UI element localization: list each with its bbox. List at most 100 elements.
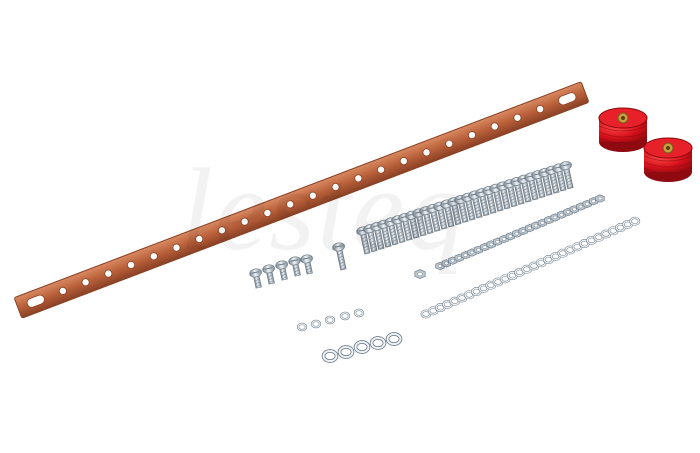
screw-thread: [524, 193, 530, 197]
screw-thread: [281, 273, 287, 277]
screw-thread: [476, 215, 482, 219]
screw-thread: [475, 209, 481, 213]
screw-thread: [364, 251, 370, 255]
short-screw: [275, 260, 288, 281]
screw-thread: [496, 205, 503, 209]
screw-thread: [417, 218, 423, 222]
screw-thread: [412, 229, 418, 233]
copper-busbar: [14, 81, 589, 319]
screw-thread: [468, 214, 475, 218]
screw-thread: [530, 188, 537, 192]
screw-thread: [474, 206, 481, 210]
screw-thread: [396, 225, 402, 229]
busbar-hole: [240, 217, 249, 226]
screw-thread: [544, 180, 550, 184]
screw-thread: [362, 242, 369, 246]
screw-thread: [410, 220, 416, 224]
hex-nut: [435, 261, 445, 271]
screw-thread: [460, 207, 466, 211]
screw-thread: [487, 195, 493, 200]
screw-thread: [511, 203, 517, 207]
screw-thread: [461, 216, 468, 220]
screw-thread: [545, 189, 552, 193]
washer-highlight: [338, 345, 354, 359]
large-washer: [385, 332, 403, 346]
screw-thread: [338, 258, 345, 262]
washer-highlight: [629, 217, 640, 226]
screw-thread: [363, 248, 370, 252]
screw-thread: [552, 184, 558, 188]
screw-thread: [524, 196, 531, 200]
screw-thread: [504, 206, 510, 210]
screw-thread: [281, 276, 288, 280]
hex-nut: [595, 194, 605, 203]
screw-thread: [501, 191, 507, 195]
screw-thread: [389, 227, 395, 231]
screw-head: [559, 161, 572, 171]
screw-thread: [418, 221, 424, 225]
insulator-rib: [598, 131, 648, 138]
screw-thread: [480, 198, 486, 202]
screw-thread: [558, 176, 564, 180]
screw-thread: [488, 198, 494, 202]
screw: [475, 188, 490, 217]
screw-thread: [404, 228, 411, 232]
short-screw: [262, 264, 275, 285]
screw-thread: [459, 204, 465, 209]
nut-hole: [514, 231, 520, 236]
screw-thread: [448, 224, 454, 228]
screw-thread: [447, 221, 454, 225]
screw-thread: [306, 267, 312, 271]
screw-thread: [502, 197, 509, 201]
screw-thread: [405, 231, 411, 235]
busbar-hole: [104, 269, 113, 278]
screw-thread: [523, 187, 529, 191]
washer-highlight: [311, 320, 321, 328]
screw-thread: [488, 201, 495, 205]
screw-thread: [452, 207, 458, 211]
screw-thread: [516, 189, 522, 193]
screw-thread: [453, 213, 460, 217]
screw-thread: [426, 227, 433, 232]
screw: [454, 194, 469, 223]
screw-thread: [431, 213, 437, 218]
busbar-hole: [149, 252, 158, 261]
nut-hole: [578, 204, 584, 209]
screw-thread: [530, 185, 536, 189]
screw-thread: [566, 180, 572, 184]
washers: [296, 216, 641, 363]
screw-thread: [453, 210, 459, 214]
screw-thread: [432, 219, 439, 223]
short-screw: [249, 268, 262, 289]
screw-thread: [392, 242, 398, 246]
busbar-hole: [536, 105, 545, 114]
screw-thread: [438, 211, 444, 215]
insulator-rib: [643, 161, 693, 168]
screw-thread: [503, 203, 510, 207]
screw-thread: [516, 192, 523, 196]
busbar-end-slot: [558, 92, 577, 106]
nut-hole: [527, 226, 532, 230]
screw-thread: [399, 239, 405, 243]
screw-thread: [539, 194, 545, 198]
insulator-rib: [598, 137, 648, 144]
washer-highlight: [386, 332, 402, 346]
screw-head: [249, 268, 262, 278]
screw-thread: [397, 231, 404, 235]
screw-thread: [294, 272, 301, 276]
nut-hole: [450, 258, 456, 263]
insulator-thread: [621, 116, 625, 120]
short-screw: [288, 256, 301, 277]
busbar-hole: [127, 260, 136, 269]
screw-slot: [251, 271, 260, 274]
nut-hole: [501, 237, 507, 241]
busbar-hole: [513, 113, 522, 122]
screw-thread: [403, 222, 409, 227]
screw-thread: [440, 223, 447, 227]
screw-thread: [454, 216, 460, 220]
busbar-hole: [377, 165, 386, 174]
screw-thread: [383, 235, 390, 239]
screw-thread: [455, 221, 461, 225]
screw-thread: [254, 278, 260, 282]
